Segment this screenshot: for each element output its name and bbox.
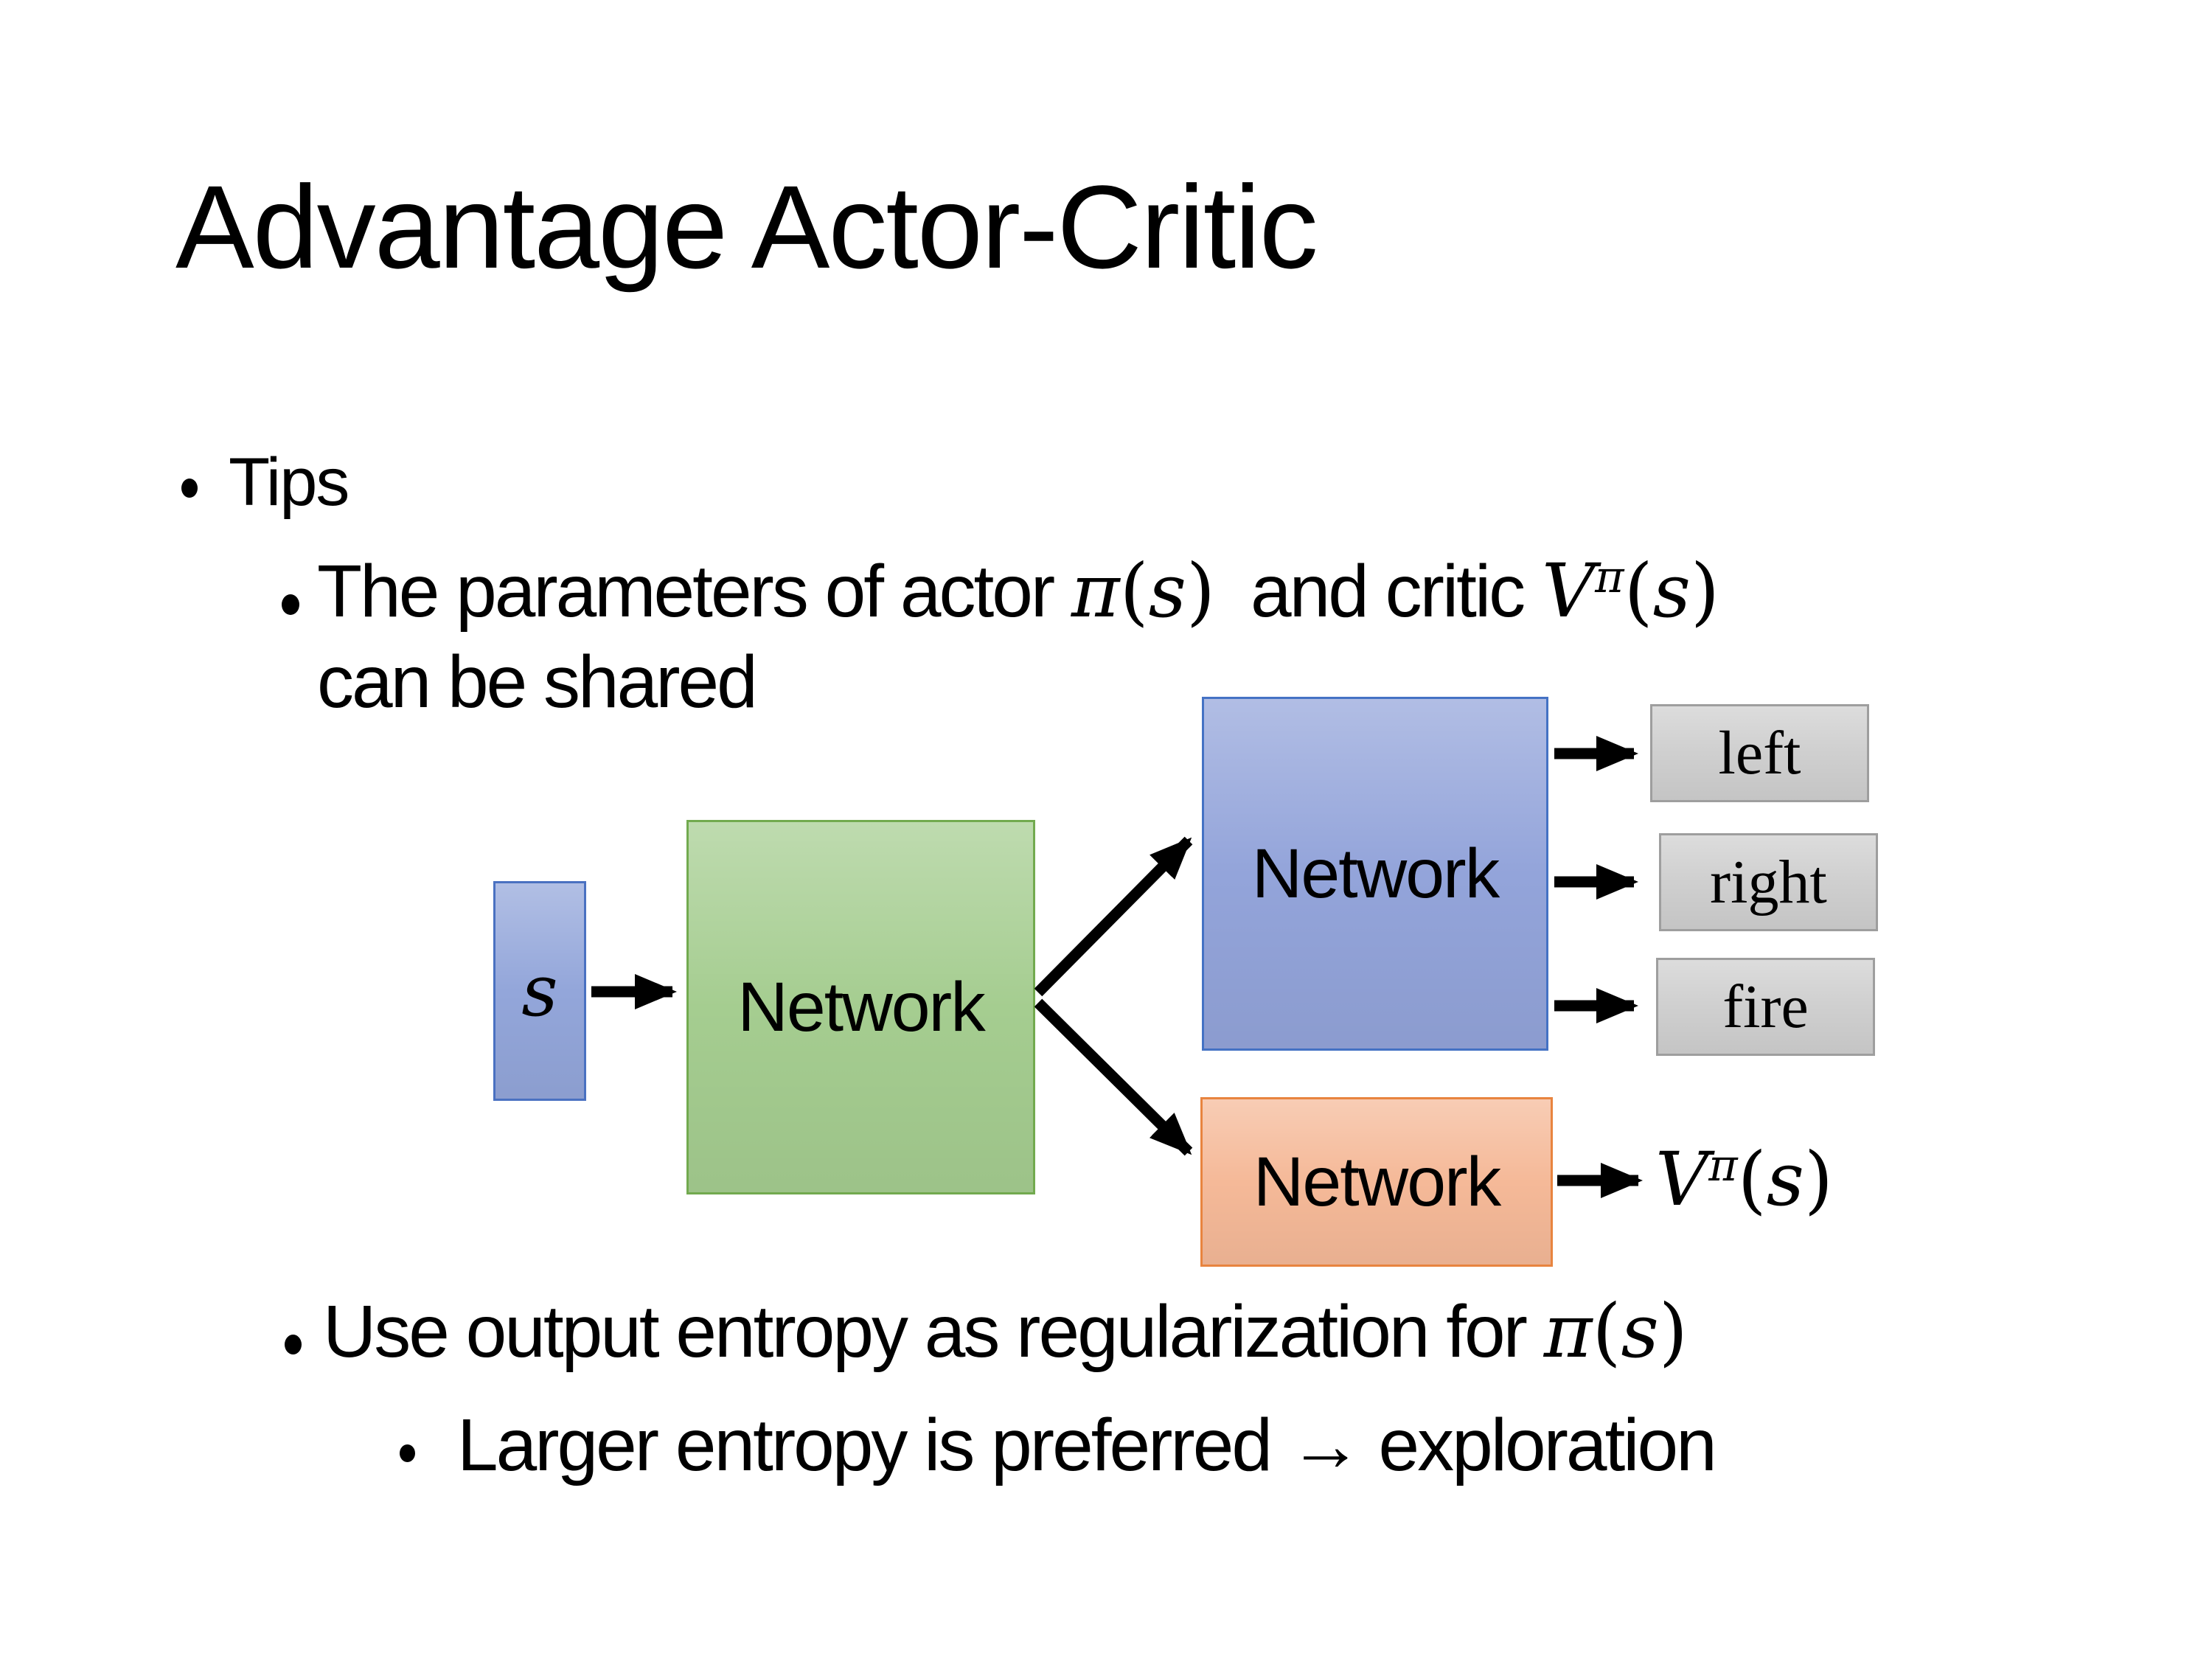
shared-network-label: Network [737,967,985,1046]
action-fire-label: fire [1722,972,1809,1041]
parameters-text-pre: The parameters of actor [317,550,1071,633]
shared-network-box: Network [686,820,1035,1194]
input-state-box: s [493,881,586,1101]
input-state-label: s [521,950,558,1032]
actor-network-label: Network [1251,834,1500,913]
bullet-parameters-line2: can be shared [317,641,758,723]
bullet-entropy-line: Use output entropy as regularization for… [323,1295,1688,1369]
bullet-exploration-line: Larger entropy is preferred → exploratio… [457,1404,1717,1486]
slide-title: Advantage Actor-Critic [175,161,1318,293]
arrow-shared-to-critic-network [1034,998,1193,1156]
action-left-box: left [1650,704,1869,802]
math-v-pi-s: Vπ(s) [1541,548,1719,634]
math-pi-s: π(s) [1071,548,1216,634]
critic-network-label: Network [1253,1142,1501,1221]
actor-network-box: Network [1202,697,1548,1051]
parameters-text-mid: and critic [1251,550,1542,633]
action-left-label: left [1718,718,1801,787]
bullet-dot-entropy [285,1335,302,1354]
bullet-tips: Tips [229,445,349,520]
action-fire-box: fire [1656,958,1875,1056]
math-pi-s-entropy: π(s) [1543,1288,1688,1374]
arrow-shared-to-actor-network [1034,836,1193,997]
action-right-box: right [1659,833,1878,931]
critic-output-value: Vπ(s) [1655,1136,1834,1222]
bullet-parameters-line1: The parameters of actor π(s)and critic V… [317,554,1719,629]
bullet-dot-parameters [282,594,299,615]
bullet-dot-exploration [400,1444,415,1462]
entropy-text-pre: Use output entropy as regularization for [323,1290,1544,1373]
action-right-label: right [1710,847,1827,917]
critic-network-box: Network [1200,1097,1553,1267]
bullet-dot-tips [181,479,198,498]
